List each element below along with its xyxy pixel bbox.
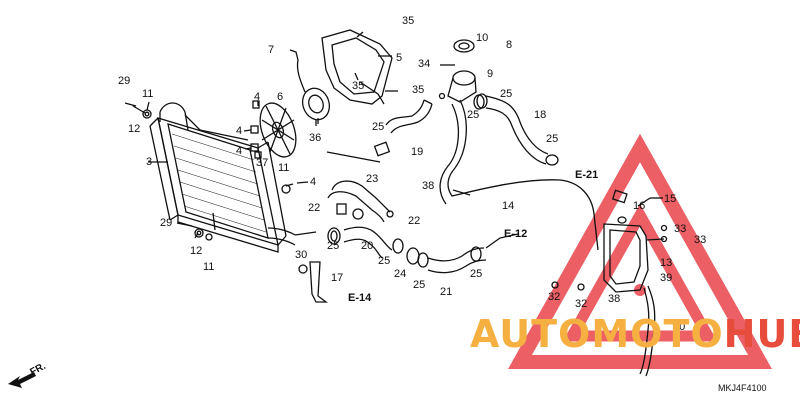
label-part-4-c: 4: [236, 145, 243, 157]
label-part-22-b: 22: [408, 215, 421, 227]
watermark-brand-b: HUB: [723, 312, 800, 356]
label-part-25-e: 25: [327, 240, 340, 252]
label-part-22-a: 22: [308, 202, 321, 214]
label-part-11-b: 11: [203, 261, 215, 273]
ref-e-14[interactable]: E-14: [348, 292, 372, 304]
label-part-29-b: 29: [160, 217, 173, 229]
label-part-21: 21: [440, 286, 453, 298]
label-part-14: 14: [502, 200, 515, 212]
label-part-32-a: 32: [548, 291, 561, 303]
label-part-3: 3: [146, 156, 153, 168]
label-part-6: 6: [277, 91, 284, 103]
diagram-code: MKJ4F4100: [718, 383, 767, 393]
label-part-7: 7: [268, 44, 275, 56]
label-part-4-d: 4: [310, 176, 317, 188]
label-part-39: 39: [660, 272, 673, 284]
label-part-33-b: 33: [694, 234, 707, 246]
label-part-40: 40: [673, 321, 686, 333]
label-part-37: 37: [256, 157, 269, 169]
label-part-24: 24: [394, 268, 407, 280]
label-part-16: 16: [633, 200, 646, 212]
label-part-25-c: 25: [372, 121, 385, 133]
ref-e-12[interactable]: E-12: [504, 228, 528, 240]
label-part-25-h: 25: [470, 268, 483, 280]
label-part-18: 18: [534, 109, 547, 121]
label-part-38-b: 38: [608, 293, 621, 305]
label-part-20: 20: [361, 240, 374, 252]
label-part-5: 5: [396, 52, 403, 64]
label-part-30: 30: [295, 249, 308, 261]
label-part-12-a: 12: [128, 123, 141, 135]
label-part-25-g: 25: [413, 279, 426, 291]
watermark-text: AUTOMOTOHUB: [470, 312, 800, 356]
label-part-38-a: 38: [422, 180, 435, 192]
label-part-15: 15: [664, 193, 677, 205]
label-part-8: 8: [506, 39, 513, 51]
label-part-23: 23: [366, 173, 379, 185]
label-part-32-b: 32: [575, 298, 588, 310]
cooling-fan: [259, 102, 297, 158]
label-part-35-b: 35: [352, 80, 365, 92]
label-part-35-c: 35: [412, 84, 425, 96]
ref-e-21[interactable]: E-21: [575, 169, 599, 181]
label-part-17: 17: [331, 272, 344, 284]
label-part-35-a: 35: [402, 15, 415, 27]
label-part-25-d: 25: [546, 133, 559, 145]
label-part-25-b: 25: [467, 109, 480, 121]
label-part-10: 10: [476, 32, 489, 44]
label-part-4-a: 4: [254, 91, 261, 103]
radiator-fins: [171, 133, 267, 233]
label-part-4-b: 4: [236, 125, 243, 137]
label-part-33-a: 33: [674, 223, 687, 235]
label-part-34: 34: [418, 58, 431, 70]
watermark-brand-a: AUTOMOTO: [470, 312, 724, 356]
label-part-13: 13: [660, 257, 673, 269]
reserve-tank: [603, 216, 668, 293]
label-part-29-a: 29: [118, 75, 131, 87]
label-part-11-a: 11: [142, 88, 154, 100]
label-part-12-b: 12: [190, 245, 203, 257]
label-part-25-a: 25: [500, 88, 513, 100]
front-direction-arrow: [8, 372, 36, 388]
label-part-11-c: 11: [278, 162, 290, 174]
label-part-9: 9: [487, 68, 494, 80]
label-part-19: 19: [411, 146, 424, 158]
label-part-25-f: 25: [378, 255, 391, 267]
label-part-36: 36: [309, 132, 322, 144]
